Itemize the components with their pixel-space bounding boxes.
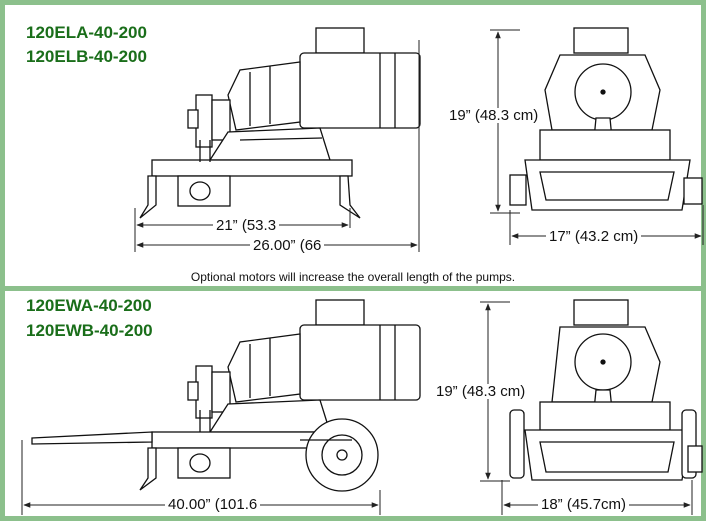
- tow-handle: [31, 431, 153, 445]
- motor-cap: [315, 27, 365, 54]
- front-motor-cap: [573, 27, 629, 54]
- top-model-2: 120ELB-40-200: [26, 47, 147, 66]
- bottom-length-dimension: 40.00” (101.6: [165, 497, 261, 512]
- base-frame: [151, 159, 353, 177]
- bottom-height-dimension: 19” (48.3 cm): [433, 384, 529, 399]
- top-base-dimension: 21” (53.3: [213, 218, 280, 233]
- bottom-front-view: [509, 299, 703, 481]
- top-height-dimension: 19” (48.3 cm): [446, 108, 542, 123]
- optional-motors-note: Optional motors will increase the overal…: [190, 270, 516, 284]
- top-length-dimension: 26.00” (66: [250, 238, 325, 253]
- bottom-width-dimension: 18” (45.7cm): [538, 497, 630, 512]
- top-front-view: [509, 27, 703, 211]
- bottom-side-view: [31, 299, 421, 492]
- motor-body: [299, 52, 421, 129]
- bottom-model-1: 120EWA-40-200: [26, 296, 152, 315]
- base-box: [177, 175, 231, 207]
- top-width-dimension: 17” (43.2 cm): [546, 229, 642, 244]
- left-foot: [139, 175, 157, 219]
- pedestal: [208, 127, 331, 161]
- top-side-view: [139, 27, 421, 219]
- top-model-1: 120ELA-40-200: [26, 23, 147, 42]
- bottom-model-2: 120EWB-40-200: [26, 321, 153, 340]
- panel-divider: [0, 286, 706, 291]
- gearbox: [227, 61, 301, 131]
- right-foot: [339, 175, 361, 219]
